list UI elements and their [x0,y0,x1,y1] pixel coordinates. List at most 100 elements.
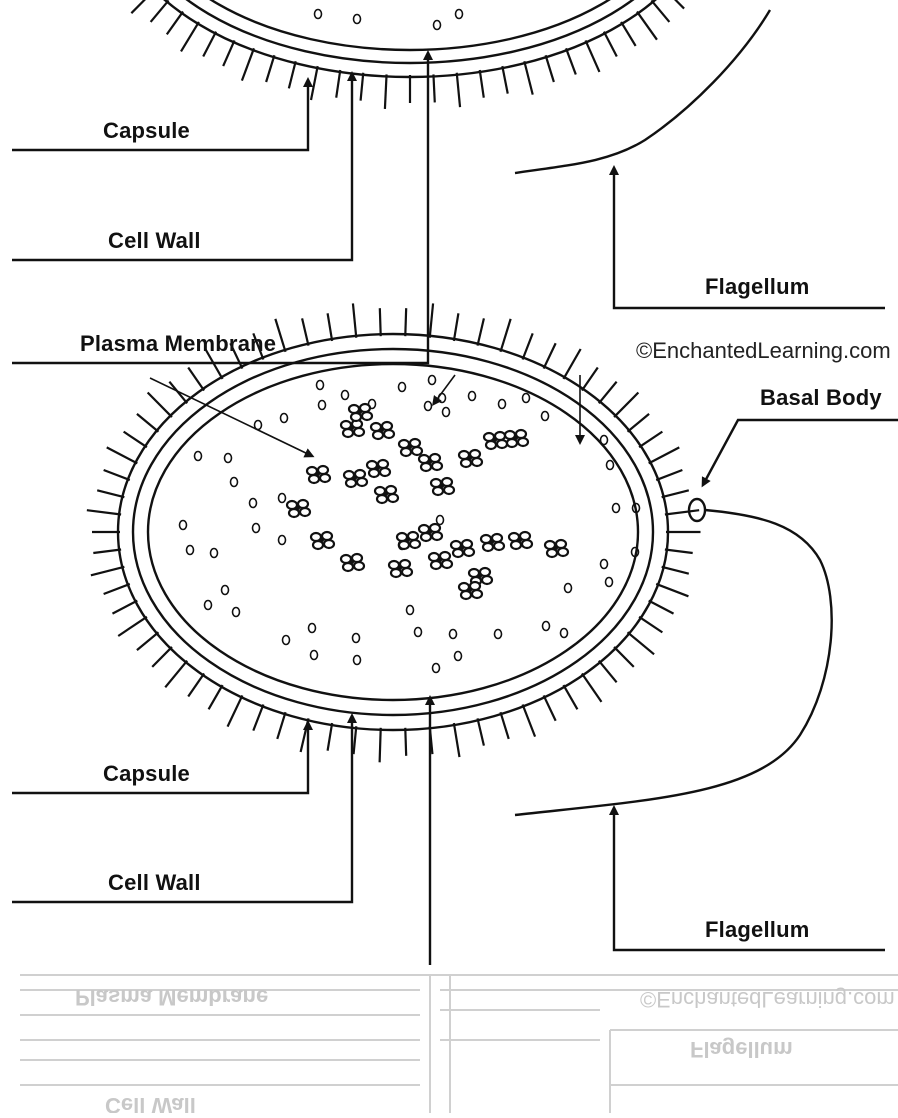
pilus [665,550,693,553]
bacterium-cell [87,303,701,762]
ribosome [429,376,436,385]
pilus [242,48,254,80]
top-panel: Capsule Cell Wall Plasma Membrane Flagel… [12,0,891,363]
ribosome [231,478,238,487]
ribosome [495,630,502,639]
ribosome [455,652,462,661]
dna-cluster [375,486,398,503]
pilus [405,728,406,756]
top-cell-envelope [79,0,743,109]
reflection-flagellum: Flagellum [690,1037,793,1062]
pilus [523,704,535,736]
ribosome [250,499,257,508]
ribosome [565,584,572,593]
ribosome [354,656,361,665]
top-copyright: ©EnchantedLearning.com [636,338,891,363]
pilus [302,318,308,345]
pilus [223,40,234,66]
pilus [167,12,183,35]
dna-cluster [505,430,528,447]
pilus [662,567,689,574]
ribosome [399,383,406,392]
pilus [275,319,285,352]
top-flagellum [515,10,770,173]
ribosome [309,624,316,633]
pilus [524,61,532,94]
mirror-reflection: Plasma Membrane ©EnchantedLearning.com F… [20,975,898,1113]
pilus [586,40,600,72]
pilus [209,685,223,709]
pilus [614,647,634,667]
pilus [649,601,674,614]
ribosome [180,521,187,530]
pilus [354,726,357,754]
dna-cluster [341,554,364,571]
dna-cluster [509,532,532,549]
pilus [118,617,147,636]
pilus [480,70,484,98]
ribosome [407,606,414,615]
dna-cluster [459,450,482,467]
ribosome [613,504,620,513]
ribosome [499,400,506,409]
ribosome [450,630,457,639]
pilus [656,584,688,596]
pilus [664,0,684,9]
cell-wall-label: Cell Wall [108,870,201,895]
ribosome [342,391,349,400]
pilus [181,22,199,51]
top-flagellum-label: Flagellum [705,274,810,299]
top-capsule-pili [79,0,743,109]
pilus [502,66,507,93]
pilus [328,313,333,341]
top-capsule-label: Capsule [103,118,190,143]
ribosome [425,402,432,411]
pilus [277,712,285,739]
pilus [253,704,263,730]
pilus [639,617,662,633]
ribosome [607,461,614,470]
pilus [563,349,580,379]
pilus [604,32,617,57]
pilus [91,567,124,575]
basal-body-label: Basal Body [760,385,882,410]
ribosome [222,586,229,595]
pilus [361,73,364,101]
ribosomes [180,376,640,673]
dna-cluster [419,524,442,541]
ribosome [233,608,240,617]
ribosome [523,394,530,403]
ribosome [317,381,324,390]
pilus [188,367,204,390]
pilus [628,414,650,432]
capsule-pili [87,303,701,762]
pilus [544,695,556,720]
dna-cluster [307,466,330,483]
pilus [152,647,172,667]
ribosome [279,536,286,545]
pilus [353,303,356,337]
pilus [405,308,406,336]
pilus [433,74,434,102]
dna-cluster [459,582,482,599]
dna-cluster [545,540,568,557]
pilus [614,393,638,418]
pilus [148,393,172,418]
dna-cluster [367,460,390,477]
dna-cluster [371,422,394,439]
pilus [639,432,662,448]
reflection-plasma-membrane: Plasma Membrane [75,985,268,1010]
top-ribosomes [315,10,463,30]
pilus [454,313,459,341]
pilus [104,470,130,480]
pilus [430,303,433,337]
dna-cluster [481,534,504,551]
pilus [478,318,484,345]
pilus [500,712,508,739]
ribosome [279,494,286,503]
ribosome [415,628,422,637]
dna-cluster [429,552,452,569]
ribosome [319,401,326,410]
pilus [656,470,682,480]
pilus [544,343,556,368]
